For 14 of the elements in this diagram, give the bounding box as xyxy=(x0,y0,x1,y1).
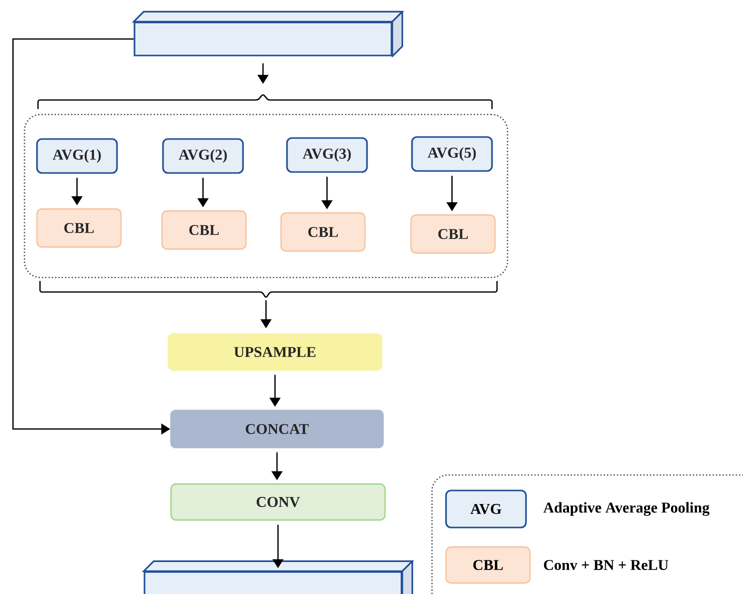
process-box: AVG(5) xyxy=(411,136,493,172)
process-box: UPSAMPLE xyxy=(168,333,382,371)
process-box: CBL xyxy=(410,214,496,254)
legend-label: Adaptive Average Pooling xyxy=(543,502,710,516)
process-box: CONCAT xyxy=(170,410,384,448)
process-box: CBL xyxy=(280,212,366,252)
process-box: CBL xyxy=(36,208,122,248)
legend-label: Conv + BN + ReLU xyxy=(544,560,668,570)
group-frame xyxy=(24,114,508,278)
process-box: CBL xyxy=(161,210,247,250)
process-box: CONV xyxy=(170,483,386,521)
process-box: AVG(3) xyxy=(286,137,368,173)
process-box: AVG(1) xyxy=(36,138,118,174)
process-box: AVG(2) xyxy=(162,138,244,174)
